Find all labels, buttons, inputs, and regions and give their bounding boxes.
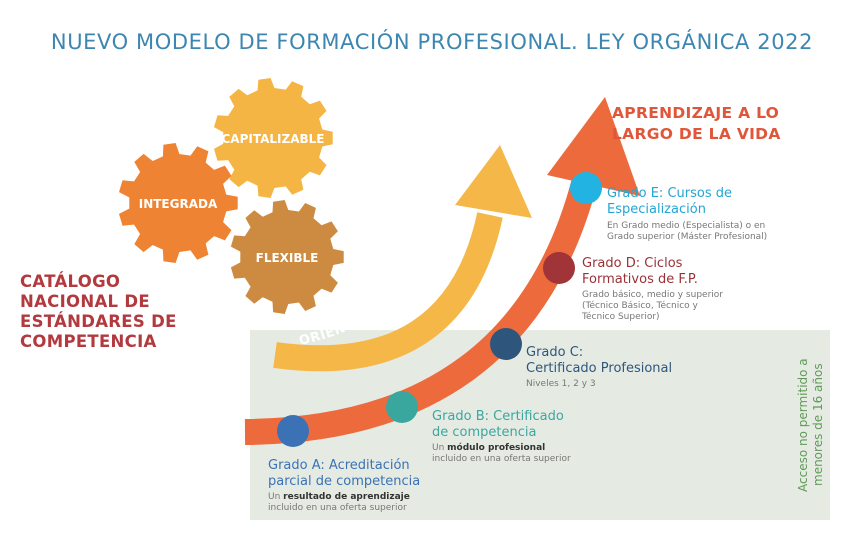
gear-integrada-label: INTEGRADA [139, 197, 218, 211]
aprendizaje-arrow-body [244, 176, 598, 445]
grado-b-dot [386, 391, 418, 423]
gear-shape [230, 200, 344, 314]
gear-shape [214, 78, 333, 198]
gear-capitalizable-icon [214, 78, 333, 198]
gear-integrada-icon [119, 143, 238, 263]
page-title: NUEVO MODELO DE FORMACIÓN PROFESIONAL. L… [50, 30, 814, 54]
grado-d-text: Grado D: Ciclos Formativos de F.P. Grado… [582, 256, 723, 322]
gear-capitalizable-label: CAPITALIZABLE [222, 132, 325, 146]
grado-a-text: Grado A: Acreditación parcial de compete… [268, 458, 421, 513]
gear-shape [119, 143, 238, 263]
aprendizaje-label: APRENDIZAJE A LO LARGO DE LA VIDA [612, 104, 781, 143]
orientacion-arrow-body [273, 212, 503, 372]
catalogo-label: CATÁLOGO NACIONAL DE ESTÁNDARES DE COMPE… [20, 272, 177, 351]
grado-c-dot [490, 328, 522, 360]
gear-flexible-label: FLEXIBLE [256, 251, 319, 265]
grado-e-dot [570, 172, 602, 204]
grado-a-dot [277, 415, 309, 447]
grado-d-dot [543, 252, 575, 284]
orientacion-arrow-head [455, 145, 532, 218]
aprendizaje-arrow-head [547, 97, 640, 196]
gear-flexible-icon [230, 200, 344, 314]
grado-b-text: Grado B: Certificado de competencia Un m… [432, 409, 571, 464]
grado-e-text: Grado E: Cursos de Especialización En Gr… [607, 186, 768, 242]
grado-c-text: Grado C: Certificado Profesional Niveles… [526, 345, 673, 389]
